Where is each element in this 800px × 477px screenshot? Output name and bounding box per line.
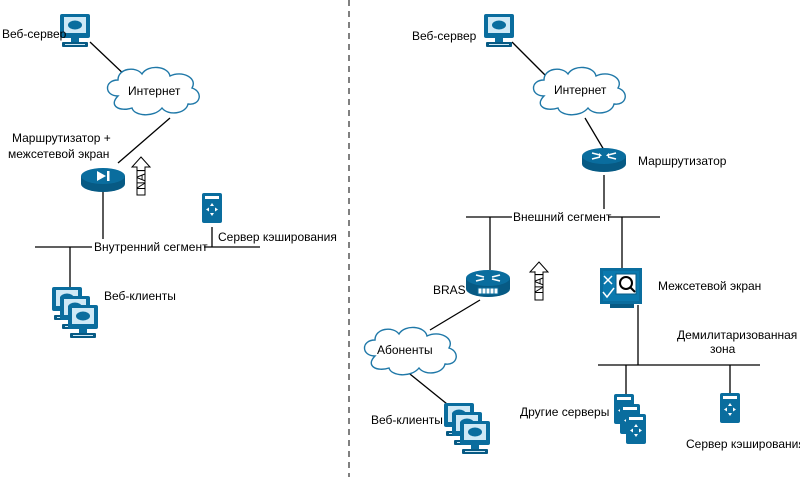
dmz-label-line2: зона [710,342,736,356]
web-clients-right: Веб-клиенты [371,402,491,455]
cache-server-right-label: Сервер кэширования [686,437,800,451]
workstation-icon [483,13,515,48]
web-server-left-label: Веб-сервер [2,27,67,41]
server-icon [626,414,646,444]
internet-left-label: Интернет [128,84,181,98]
web-server-left: Веб-сервер [2,13,91,48]
internet-cloud-left: Интернет [106,66,200,116]
firewall: Межсетевой экран [600,268,761,308]
router-icon [581,147,627,173]
bras-label: BRAS [433,283,466,297]
dmz-label-line1: Демилитаризованная [677,328,797,342]
router-fw-label-line2: межсетевой экран [8,147,109,161]
nat-right-label: NAT [532,270,546,294]
web-server-right-label: Веб-сервер [412,29,477,43]
firewall-label: Межсетевой экран [658,279,761,293]
internet-cloud-right: Интернет [532,66,626,116]
workstation-icon [459,420,491,455]
cache-server-left: Сервер кэширования [202,193,337,244]
external-segment-label: Внешний сегмент [513,210,612,224]
nat-left-label: NAT [134,166,148,190]
router-right-label: Маршрутизатор [638,154,727,168]
firewall-icon [600,268,642,308]
internet-right-label: Интернет [554,83,607,97]
web-clients-left: Веб-клиенты [51,286,176,339]
other-servers-label: Другие серверы [520,405,609,419]
web-clients-right-label: Веб-клиенты [371,413,443,427]
subscribers-label: Абоненты [377,343,433,357]
nat-left: NAT [131,156,151,196]
router-icon [466,270,510,297]
workstation-icon [67,304,99,339]
router-firewall-left: Маршрутизатор + межсетевой экран [8,131,125,192]
firewall-router-icon [81,168,125,192]
web-clients-left-label: Веб-клиенты [104,289,176,303]
cache-server-right: Сервер кэширования [686,393,800,451]
bras-router: BRAS [433,270,510,297]
web-server-right: Веб-сервер [412,13,515,48]
router-right: Маршрутизатор [581,147,727,173]
server-icon [202,193,222,223]
other-servers: Другие серверы [520,394,646,444]
subscribers-cloud: Абоненты [363,326,457,376]
nat-right: NAT [529,261,549,301]
internal-segment-label: Внутренний сегмент [94,240,208,254]
server-icon [720,393,740,423]
cache-server-left-label: Сервер кэширования [218,230,337,244]
router-fw-label-line1: Маршрутизатор + [12,131,111,145]
